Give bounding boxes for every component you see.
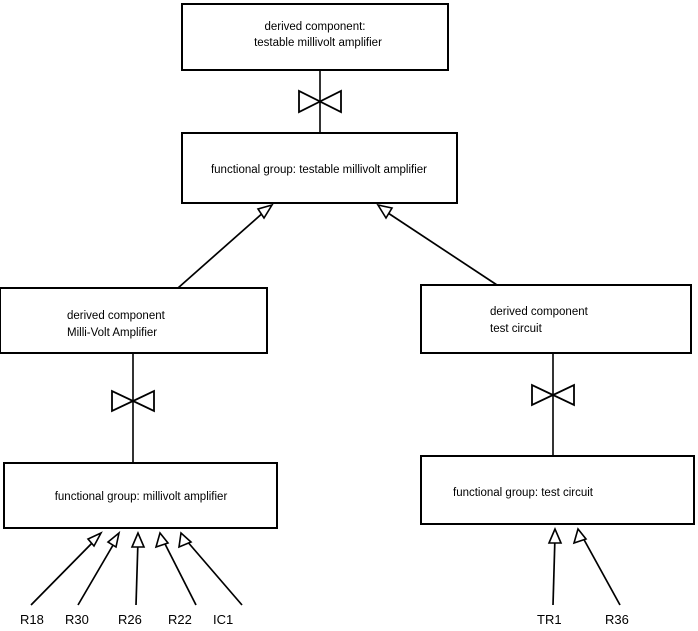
realization-link-right <box>531 353 575 456</box>
box-label-line1: functional group: testable millivolt amp… <box>211 164 427 176</box>
realization-link-top <box>298 70 342 133</box>
part-label-r30: R30 <box>65 612 89 627</box>
box-label-line2: test circuit <box>490 323 543 335</box>
part-arrow-r18 <box>30 531 103 606</box>
box-derived-testable-millivolt-amplifier[interactable]: derived component: testable millivolt am… <box>181 3 449 71</box>
box-fg-millivolt-amplifier[interactable]: functional group: millivolt amplifier <box>3 462 278 529</box>
box-label-line1: derived component: <box>264 21 365 33</box>
box-fg-testable-millivolt-amplifier[interactable]: functional group: testable millivolt amp… <box>181 132 458 204</box>
part-arrow-r36 <box>572 527 621 606</box>
box-label-line1: derived component <box>67 310 166 322</box>
part-label-r18: R18 <box>20 612 44 627</box>
box-label-line1: functional group: test circuit <box>453 487 594 499</box>
box-label-line1: functional group: millivolt amplifier <box>55 491 228 503</box>
part-label-r26: R26 <box>118 612 142 627</box>
bowtie-icon <box>298 89 342 114</box>
part-label-ic1: IC1 <box>213 612 233 627</box>
bowtie-icon <box>531 383 575 407</box>
part-arrow-r22 <box>154 531 197 606</box>
part-arrow-r30 <box>77 530 121 606</box>
box-derived-milli-volt-amplifier[interactable]: derived component Milli-Volt Amplifier <box>0 287 268 354</box>
part-label-r36: R36 <box>605 612 629 627</box>
realization-link-left <box>111 353 155 463</box>
composition-arrow-test-circuit <box>376 203 498 286</box>
composition-arrow-milli-volt <box>177 203 274 289</box>
part-label-tr1: TR1 <box>537 612 562 627</box>
box-label-line1: derived component <box>490 306 589 318</box>
part-arrow-ic1 <box>178 531 243 606</box>
box-derived-test-circuit[interactable]: derived component test circuit <box>420 284 692 354</box>
bowtie-icon <box>111 389 155 413</box>
part-arrow-r26 <box>130 530 146 606</box>
box-label-line2: testable millivolt amplifier <box>254 37 382 49</box>
part-arrow-tr1 <box>547 526 563 606</box>
box-label-line2: Milli-Volt Amplifier <box>67 327 157 339</box>
part-label-r22: R22 <box>168 612 192 627</box>
part-labels-right: TR1 R36 <box>537 612 629 627</box>
box-fg-test-circuit[interactable]: functional group: test circuit <box>420 455 695 525</box>
part-labels-left: R18 R30 R26 R22 IC1 <box>20 612 233 627</box>
